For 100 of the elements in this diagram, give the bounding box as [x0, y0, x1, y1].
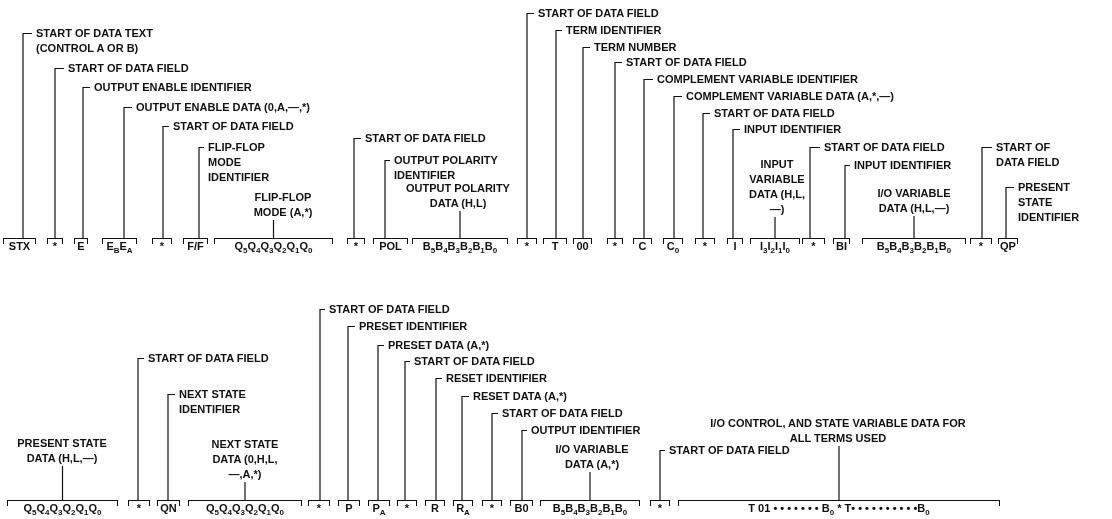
field-bracket: * [308, 500, 330, 516]
field-bracket: P [338, 500, 360, 516]
field-description: START OF DATA FIELD [361, 131, 486, 146]
field-description: NEXT STATE IDENTIFIER [175, 387, 267, 417]
leader-line [82, 86, 91, 239]
leader-line [162, 125, 170, 239]
field-description: OUTPUT ENABLE IDENTIFIER [90, 80, 252, 95]
leader-line [521, 429, 528, 501]
field-bracket: P$_{A}$ [368, 500, 390, 516]
field-description: START OF DATA FIELD [992, 140, 1080, 170]
field-bracket: B$_{5}$B$_{4}$B$_{3}$B$_{2}$B$_{1}$B$_{0}$ [862, 238, 966, 254]
leader-line [981, 146, 993, 239]
field-bracket: * [347, 238, 365, 254]
leader-line [702, 112, 711, 239]
field-description: NEXT STATE DATA (0,H,L,—,A,*) [202, 437, 288, 482]
field-description: START OF DATA FIELD [325, 302, 450, 317]
leader-line [582, 46, 591, 239]
field-description: COMPLEMENT VARIABLE IDENTIFIER [653, 72, 858, 87]
field-bracket: * [695, 238, 715, 254]
field-bracket: * [397, 500, 417, 516]
leader-line [244, 481, 246, 501]
field-bracket: Q$_{5}$Q$_{4}$Q$_{3}$Q$_{2}$Q$_{1}$Q$_{0}$ [188, 500, 302, 516]
leader-line [461, 395, 470, 501]
field-description: FLIP-FLOP MODE IDENTIFIER [204, 140, 290, 185]
leader-line [61, 465, 64, 501]
leader-line [555, 29, 563, 239]
field-bracket: * [517, 238, 537, 254]
field-bracket: I [727, 238, 743, 254]
field-description: PRESET DATA (A,*) [384, 338, 490, 353]
leader-line [54, 67, 65, 239]
leader-line [347, 325, 356, 501]
field-description: RESET DATA (A,*) [469, 389, 567, 404]
field-bracket: * [802, 238, 825, 254]
field-description: START OF DATA FIELD [710, 106, 835, 121]
field-bracket: B$_{5}$B$_{4}$B$_{3}$B$_{2}$B$_{1}$B$_{0}$ [540, 500, 640, 516]
leader-line [589, 471, 591, 501]
field-description: COMPLEMENT VARIABLE DATA (A,*,—) [682, 89, 894, 104]
field-description: I/O VARIABLE DATA (A,*) [544, 442, 640, 472]
field-bracket: R [425, 500, 445, 516]
field-bracket: * [970, 238, 992, 254]
field-bracket: E$_{B}$E$_{A}$ [102, 238, 137, 254]
field-description: OUTPUT POLARITY IDENTIFIER [390, 153, 512, 183]
field-description: RESET IDENTIFIER [442, 371, 547, 386]
leader-line [319, 308, 326, 501]
field-bracket: C$_{0}$ [663, 238, 683, 254]
field-bracket: BI [833, 238, 850, 254]
field-bracket: Q$_{5}$Q$_{4}$Q$_{3}$Q$_{2}$Q$_{1}$Q$_{0}$ [7, 500, 118, 516]
field-bracket: * [47, 238, 63, 254]
field-bracket: I$_{3}$I$_{2}$I$_{1}$I$_{0}$ [750, 238, 800, 254]
leader-line [659, 449, 666, 501]
leader-line [167, 393, 176, 501]
field-description: I/O VARIABLE DATA (H,L,—) [862, 186, 966, 216]
field-description: START OF DATA FIELD [534, 6, 659, 21]
leader-line [838, 445, 840, 501]
field-bracket: F/F [183, 238, 208, 254]
field-bracket: E [74, 238, 88, 254]
leader-line [774, 216, 776, 239]
leader-line [913, 215, 915, 239]
leader-line [435, 377, 443, 501]
field-description: PRESENT STATE IDENTIFIER [1014, 180, 1102, 225]
leader-line [384, 159, 391, 239]
field-bracket: B$_{5}$B$_{4}$B$_{3}$B$_{2}$B$_{1}$B$_{0}$ [412, 238, 508, 254]
field-bracket: B0 [510, 500, 533, 516]
field-description: START OF DATA FIELD [665, 443, 790, 458]
leader-line [353, 137, 362, 239]
field-description: TERM IDENTIFIER [562, 23, 662, 38]
leader-line [272, 219, 275, 239]
field-bracket: QP [998, 238, 1018, 254]
field-bracket: Q$_{5}$Q$_{4}$Q$_{3}$Q$_{2}$Q$_{1}$Q$_{0}$ [214, 238, 333, 254]
field-description: OUTPUT ENABLE DATA (0,A,—,*) [132, 100, 310, 115]
field-bracket: * [607, 238, 623, 254]
leader-line [526, 12, 535, 239]
field-description: OUTPUT POLARITY DATA (H,L) [397, 181, 519, 211]
field-description: START OF DATA FIELD [498, 406, 623, 421]
field-bracket: 00 [573, 238, 592, 254]
leader-line [614, 61, 623, 239]
field-description: INPUT IDENTIFIER [740, 122, 842, 137]
field-description: PRESET IDENTIFIER [355, 319, 468, 334]
field-bracket: * [128, 500, 150, 516]
leader-line [377, 344, 385, 501]
field-description: START OF DATA TEXT (CONTROL A OR B) [32, 26, 176, 56]
field-bracket: T [543, 238, 567, 254]
field-bracket: * [482, 500, 502, 516]
field-bracket: R$_{A}$ [453, 500, 473, 516]
field-description: TERM NUMBER [590, 40, 677, 55]
field-bracket: T 01 • • • • • • • B$_{0}$ * T• • • • • • • • • •B$_{0}$ [678, 500, 1000, 516]
field-description: START OF DATA FIELD [169, 119, 294, 134]
leader-line [123, 106, 133, 239]
leader-line [198, 146, 205, 239]
field-bracket: POL [373, 238, 408, 254]
leader-line [809, 146, 821, 239]
field-bracket: * [152, 238, 172, 254]
field-description: START OF DATA FIELD [410, 354, 535, 369]
field-description: INPUT IDENTIFIER [850, 158, 952, 173]
leader-line [732, 128, 741, 239]
field-description: INPUT VARIABLE DATA (H,L,—) [747, 157, 807, 217]
field-bracket: STX [3, 238, 36, 254]
field-description: PRESENT STATE DATA (H,L,—) [12, 436, 112, 466]
field-description: FLIP-FLOP MODE (A,*) [243, 190, 323, 220]
leader-line [137, 357, 145, 501]
